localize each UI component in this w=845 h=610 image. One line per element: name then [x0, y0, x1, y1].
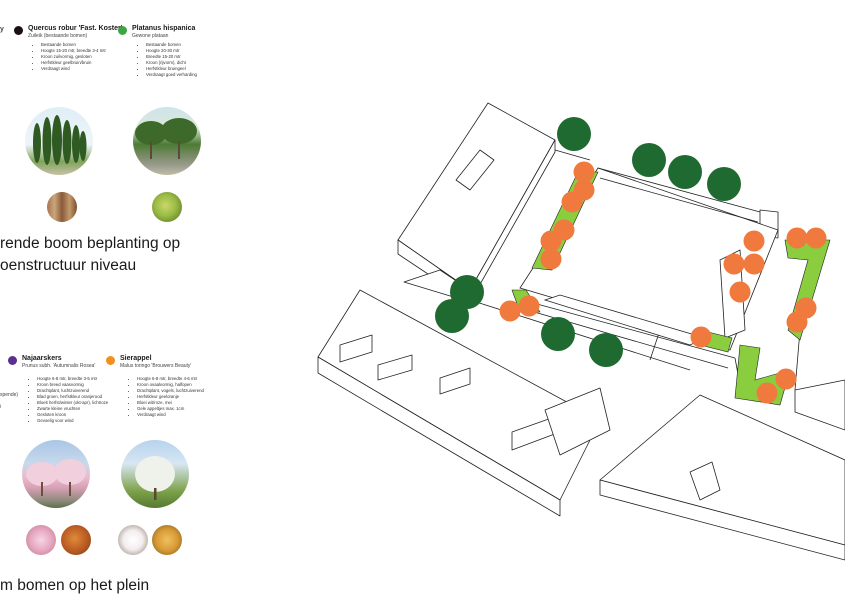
new-tree-marker: [743, 230, 765, 252]
new-tree-marker: [499, 300, 521, 322]
photo-sierappel-fruit: [152, 525, 182, 555]
building-lower-left: [317, 289, 601, 517]
species-common-name: Zuileik (bestaande bomen): [28, 33, 88, 39]
trait-item: Herfstkleur geelbruin/bruin: [41, 60, 106, 66]
new-tree-marker: [690, 326, 712, 348]
cut-off-text-bottom-2: i: [0, 404, 2, 410]
trait-item: Kroon zuilvormig, gesloten: [41, 54, 106, 60]
trait-item: Hoogte 6-8 mtr, breedte 3-5 mtr: [37, 376, 108, 382]
new-tree-marker: [561, 191, 583, 213]
photo-platanus-leaf: [152, 192, 182, 222]
building-left: [397, 102, 556, 303]
trait-item: Drachtplant, vogels, luchtzuiverend: [137, 388, 204, 394]
new-tree-marker: [743, 253, 765, 275]
existing-tree-marker: [541, 317, 575, 351]
existing-tree-marker: [435, 299, 469, 333]
trait-item: Drachtplant, luchtzuiverend: [37, 388, 108, 394]
photo-platanus-trees: [133, 107, 201, 175]
new-tree-marker: [756, 382, 778, 404]
trait-item: Bestaande bomen: [41, 42, 106, 48]
trait-item: Gele appeltjes max. 1cm: [137, 406, 204, 412]
species-traits-platanus: Bestaande bomen Hoogte 20-30 mtr Breedte…: [137, 42, 197, 78]
new-tree-marker: [786, 227, 808, 249]
trait-item: Hoogte 20-30 mtr: [146, 48, 197, 54]
existing-tree-marker: [632, 143, 666, 177]
legend-dot-najaarskers: [8, 356, 17, 365]
legend-dot-platanus: [118, 26, 127, 35]
species-traits-sierappel: Hoogte 6-8 mtr, breedte 4-6 mtr Kroon ov…: [128, 376, 204, 418]
existing-tree-marker: [589, 333, 623, 367]
trait-item: Bloeit herfst/winter (okt-apr), lichtroz…: [37, 400, 108, 406]
species-common-name: Malus toringo 'Brouwers Beauty': [120, 363, 192, 369]
species-header-quercus: Quercus robur 'Fast. Koster' Zuileik (be…: [14, 25, 122, 40]
new-tree-marker: [729, 281, 751, 303]
legend-dot-quercus: [14, 26, 23, 35]
trait-item: Kroon (rijvorm), dicht: [146, 60, 197, 66]
cut-off-label-top: y: [0, 26, 4, 33]
photo-sierappel-blossom: [118, 525, 148, 555]
photo-sierappel-tree: [121, 440, 189, 508]
new-tree-marker: [805, 227, 827, 249]
species-header-najaarskers: Najaarskers Prunus subh. 'Autumnalis Ros…: [8, 355, 95, 370]
trait-item: Kroon ovaalvormig, halfopen: [137, 382, 204, 388]
trait-item: Herfstkleur bruingeel: [146, 66, 197, 72]
building-bottom-right: [544, 387, 845, 561]
trait-item: Hoogte 15-20 mtr, breedte 3-4 mtr: [41, 48, 106, 54]
new-tree-marker: [518, 295, 540, 317]
section-heading-bottom: m bomen op het plein: [0, 577, 150, 594]
new-tree-marker: [540, 230, 562, 252]
tree-markers: [435, 117, 827, 404]
species-name: Sierappel: [120, 355, 152, 362]
new-tree-marker: [775, 368, 797, 390]
cut-off-text-bottom-1: spende): [0, 392, 19, 398]
trait-item: Verdraagt goed verharding: [146, 72, 197, 78]
species-header-platanus: Platanus hispanica Gewone plataan: [118, 25, 195, 40]
species-name: Najaarskers: [22, 355, 62, 362]
trait-item: Zwarte kleine vruchten: [37, 406, 108, 412]
species-traits-najaarskers: Hoogte 6-8 mtr, breedte 3-5 mtr Kroon br…: [28, 376, 108, 424]
species-common-name: Gewone plataan: [132, 33, 169, 39]
existing-tree-marker: [557, 117, 591, 151]
trait-item: Blad groen, herfstkleur oranjerood: [37, 394, 108, 400]
legend-dot-sierappel: [106, 356, 115, 365]
trait-item: Herfstkleur geeloranje: [137, 394, 204, 400]
species-traits-quercus: Bestaande bomen Hoogte 15-20 mtr, breedt…: [32, 42, 106, 72]
new-tree-marker: [540, 248, 562, 270]
trait-item: Gevoelig voor wind: [37, 418, 108, 424]
species-name: Quercus robur 'Fast. Koster': [28, 25, 123, 32]
species-header-sierappel: Sierappel Malus toringo 'Brouwers Beauty…: [106, 355, 191, 370]
photo-quercus-detail: [47, 192, 77, 222]
existing-tree-marker: [707, 167, 741, 201]
trait-item: Gesloten kroon: [37, 412, 108, 418]
photo-najaarskers-autumn-leaf: [61, 525, 91, 555]
new-tree-marker: [723, 253, 745, 275]
new-tree-marker: [786, 311, 808, 333]
trait-item: Hoogte 6-8 mtr, breedte 4-6 mtr: [137, 376, 204, 382]
trait-item: Verdraagt wind: [41, 66, 106, 72]
species-name: Platanus hispanica: [132, 25, 196, 32]
trait-item: Verdraagt wind: [137, 412, 204, 418]
new-tree-marker: [573, 161, 595, 183]
trait-item: Bloei wit/roze, mei: [137, 400, 204, 406]
section-heading-top-line1: rende boom beplanting op: [0, 235, 181, 252]
photo-najaarskers-tree: [22, 440, 90, 508]
trait-item: Breedte 15-20 mtr: [146, 54, 197, 60]
trait-item: Kroon breed vaasvormig: [37, 382, 108, 388]
species-common-name: Prunus subh. 'Autumnalis Rosea': [22, 363, 96, 369]
photo-najaarskers-blossom: [26, 525, 56, 555]
photo-quercus-trees: [25, 107, 93, 175]
existing-tree-marker: [668, 155, 702, 189]
section-heading-top-line2: oenstructuur niveau: [0, 257, 137, 274]
trait-item: Bestaande bomen: [146, 42, 197, 48]
